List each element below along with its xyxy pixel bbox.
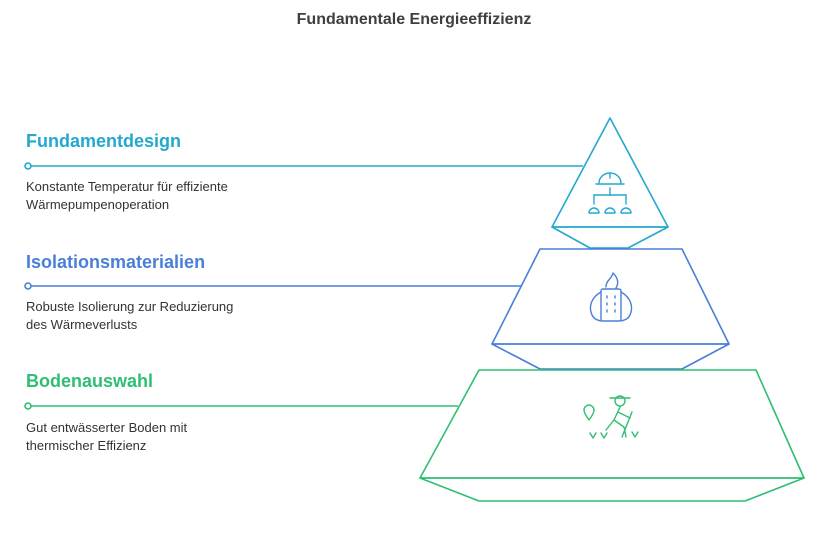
level-1-description-line-1: Konstante Temperatur für effiziente bbox=[26, 179, 228, 194]
level-2-description-line-2: des Wärmeverlusts bbox=[26, 317, 138, 332]
level-1-description-line-2: Wärmepumpenoperation bbox=[26, 197, 170, 212]
farmer-plants-icon bbox=[583, 395, 639, 439]
pyramid-level-2 bbox=[24, 248, 730, 370]
level-2-heading: Isolationsmaterialien bbox=[26, 252, 206, 272]
pyramid-level-3-front bbox=[419, 369, 805, 479]
level-3-connector-dot bbox=[24, 402, 32, 410]
level-1-heading: Fundamentdesign bbox=[26, 131, 182, 151]
level-3-description: Gut entwässerter Boden mit thermischer E… bbox=[26, 419, 326, 455]
level-3-description-line-2: thermischer Effizienz bbox=[26, 438, 147, 453]
pyramid-level-2-base bbox=[491, 343, 730, 370]
level-2-description-line-1: Robuste Isolierung zur Reduzierung bbox=[26, 299, 234, 314]
level-1-connector-dot bbox=[24, 162, 32, 170]
level-2-connector-dot bbox=[24, 282, 32, 290]
building-flame-icon bbox=[589, 272, 633, 322]
pyramid-level-3 bbox=[24, 369, 805, 502]
level-3-heading: Bodenauswahl bbox=[26, 371, 154, 391]
pyramid-level-1-base bbox=[551, 226, 669, 249]
engineer-hierarchy-icon bbox=[588, 172, 632, 214]
pyramid-level-2-front bbox=[491, 248, 730, 345]
level-2-description: Robuste Isolierung zur Reduzierung des W… bbox=[26, 298, 326, 334]
level-1-description: Konstante Temperatur für effiziente Wärm… bbox=[26, 178, 326, 214]
level-3-description-line-1: Gut entwässerter Boden mit bbox=[26, 420, 188, 435]
pyramid-level-1 bbox=[24, 117, 669, 249]
pyramid-level-3-base bbox=[419, 477, 805, 502]
page-title: Fundamentale Energieeffizienz bbox=[296, 11, 532, 28]
